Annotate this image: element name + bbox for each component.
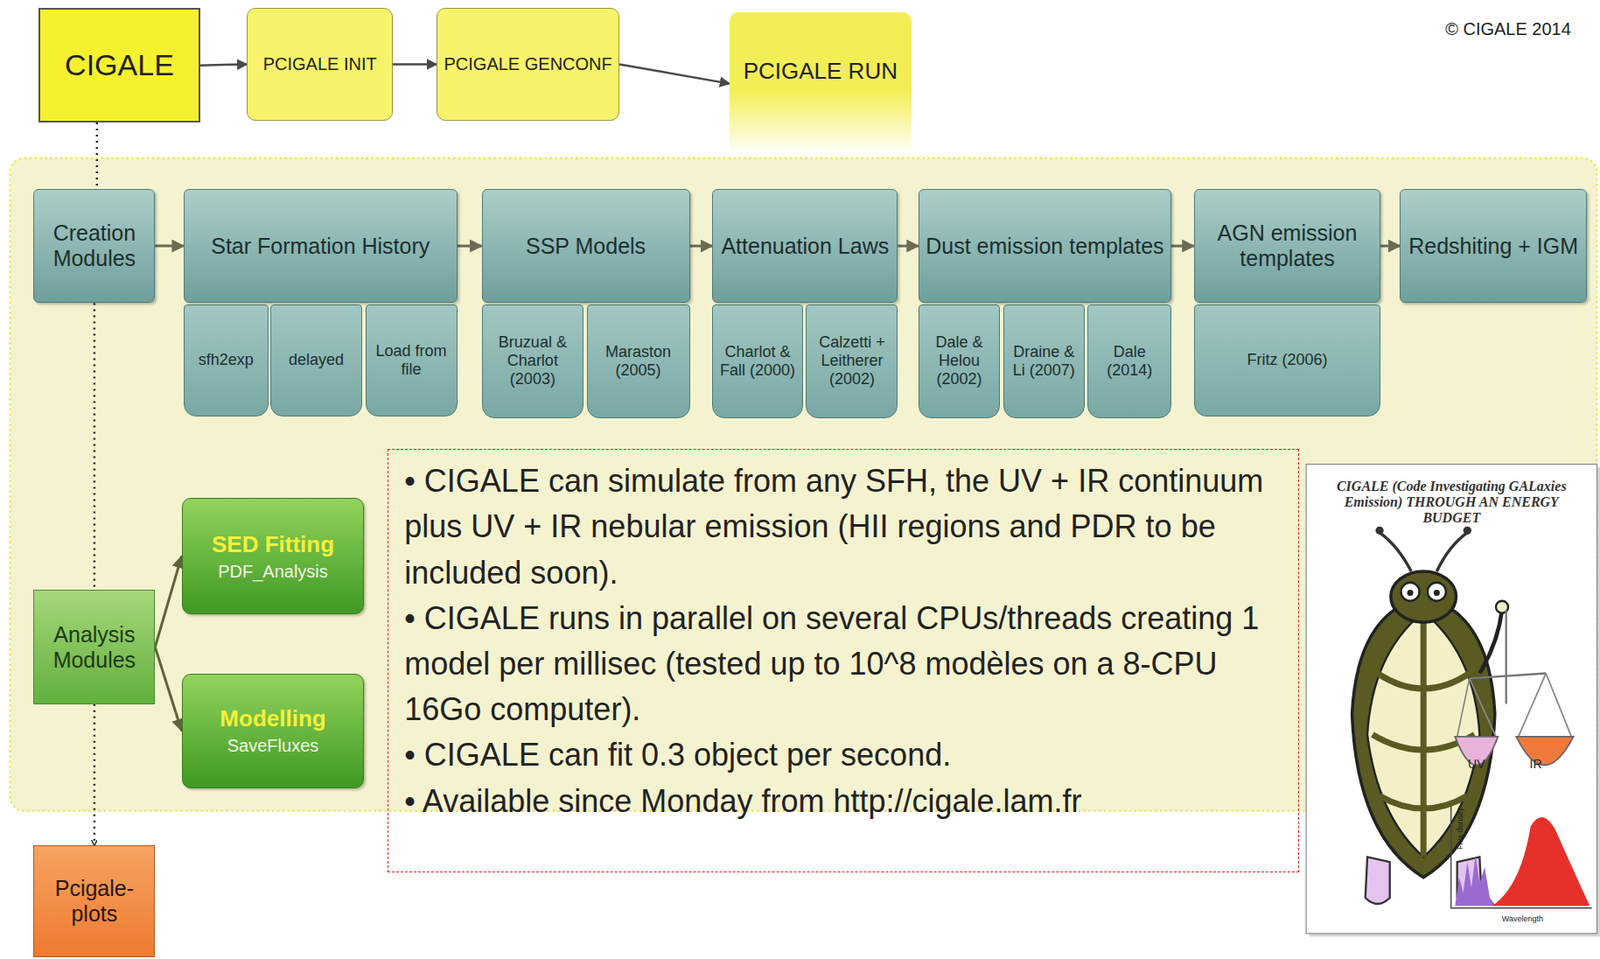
option-box: Fritz (2006) <box>1194 304 1381 417</box>
option-box: Maraston (2005) <box>586 304 691 420</box>
text-label: © CIGALE 2014 <box>1445 18 1572 39</box>
analysis-box: ModellingSaveFluxes <box>181 673 365 789</box>
arrow-connector <box>154 647 182 732</box>
box-text: • CIGALE can simulate from any SFH, the … <box>404 458 1283 596</box>
box-text: PCIGALE GENCONF <box>443 54 612 75</box>
box-text: CIGALE <box>64 48 175 83</box>
dotted-connector <box>93 302 97 590</box>
box-text: Draine & Li (2007) <box>1006 342 1082 380</box>
option-box: Bruzual & Charlot (2003) <box>482 304 585 420</box>
note-box: • CIGALE can simulate from any SFH, the … <box>387 448 1300 873</box>
arrow-connector <box>154 244 184 248</box>
output-box: Pcigale-plots <box>33 845 155 958</box>
option-box: Calzetti + Leitherer (2002) <box>805 304 898 420</box>
box-text: Fritz (2006) <box>1246 350 1328 370</box>
arrow-connector <box>619 63 730 84</box>
option-box: Draine & Li (2007) <box>1003 304 1085 420</box>
box-text: PDF_Analysis <box>217 561 329 582</box>
box-text: • CIGALE can fit 0.3 object per second. <box>404 732 951 778</box>
box-text: Dust emission templates <box>925 233 1164 259</box>
box-text: CIGALE (Code Investigating GALaxies Emis… <box>1314 478 1588 526</box>
step-box: PCIGALE GENCONF <box>436 7 620 120</box>
box-text: Bruzual & Charlot (2003) <box>485 333 581 389</box>
box-text: PCIGALE INIT <box>263 54 378 75</box>
box-text: PCIGALE RUN <box>743 57 898 85</box>
box-text: SaveFluxes <box>227 735 320 756</box>
text-label: IR <box>1530 756 1543 771</box>
box-text: Dale (2014) <box>1090 342 1168 380</box>
text-label: Flux density <box>1455 807 1465 850</box>
step-box: PCIGALE INIT <box>246 7 393 120</box>
box-text: sfh2exp <box>198 350 254 370</box>
dotted-connector <box>96 122 99 189</box>
box-text: delayed <box>288 350 344 370</box>
box-text: Analysis Modules <box>39 621 149 673</box>
box-text: Load from file <box>369 342 455 379</box>
arrow-connector <box>1380 244 1400 248</box>
analysis-box: SED FittingPDF_Analysis <box>181 497 365 615</box>
arrow-connector <box>392 62 437 66</box>
arrow-connector <box>457 244 483 248</box>
module-box: Redshiting + IGM <box>1399 188 1587 304</box>
box-text: SSP Models <box>525 233 646 259</box>
option-box: sfh2exp <box>183 304 269 417</box>
start-box: CIGALE <box>38 7 200 123</box>
box-text: Pcigale-plots <box>39 875 149 927</box>
arrow-connector <box>690 244 713 248</box>
module-box: Star Formation History <box>183 188 458 304</box>
section-box: Analysis Modules <box>33 589 155 705</box>
box-text: Maraston (2005) <box>590 342 687 380</box>
box-text: Attenuation Laws <box>720 233 889 259</box>
option-box: Dale & Helou (2002) <box>918 304 1000 420</box>
text-label: UV <box>1467 756 1485 771</box>
box-text: SED Fitting <box>211 531 335 559</box>
box-text: Creation Modules <box>39 220 149 272</box>
arrow-connector <box>897 244 918 248</box>
box-text: Dale & Helou (2002) <box>922 333 997 389</box>
module-box: Dust emission templates <box>918 188 1172 304</box>
picture-frame: CIGALE (Code Investigating GALaxies Emis… <box>1306 464 1597 935</box>
step-box: PCIGALE RUN <box>729 12 912 155</box>
box-text: • Available since Monday from http://cig… <box>404 778 1082 825</box>
box-text: AGN emission templates <box>1200 220 1375 272</box>
section-box: Creation Modules <box>33 188 155 304</box>
option-box: Charlot & Fall (2000) <box>712 304 804 420</box>
arrow-connector <box>154 556 182 648</box>
option-box: Dale (2014) <box>1087 304 1172 420</box>
box-text: Charlot & Fall (2000) <box>715 342 800 380</box>
box-text: • CIGALE runs in parallel on several CPU… <box>404 595 1283 734</box>
text-label: Wavelength <box>1502 914 1544 923</box>
box-text: Calzetti + Leitherer (2002) <box>809 333 895 389</box>
box-text: Redshiting + IGM <box>1408 233 1579 259</box>
module-box: AGN emission templates <box>1194 188 1381 304</box>
option-box: delayed <box>270 304 363 417</box>
dotted-connector <box>93 704 97 846</box>
box-text: Star Formation History <box>210 233 430 259</box>
cicada-picture <box>1306 464 1600 937</box>
option-box: Load from file <box>365 304 458 417</box>
module-box: SSP Models <box>482 188 691 304</box>
arrow-connector <box>1171 244 1195 248</box>
module-box: Attenuation Laws <box>712 188 898 304</box>
arrow-connector <box>200 63 248 65</box>
box-text: Modelling <box>219 705 326 733</box>
